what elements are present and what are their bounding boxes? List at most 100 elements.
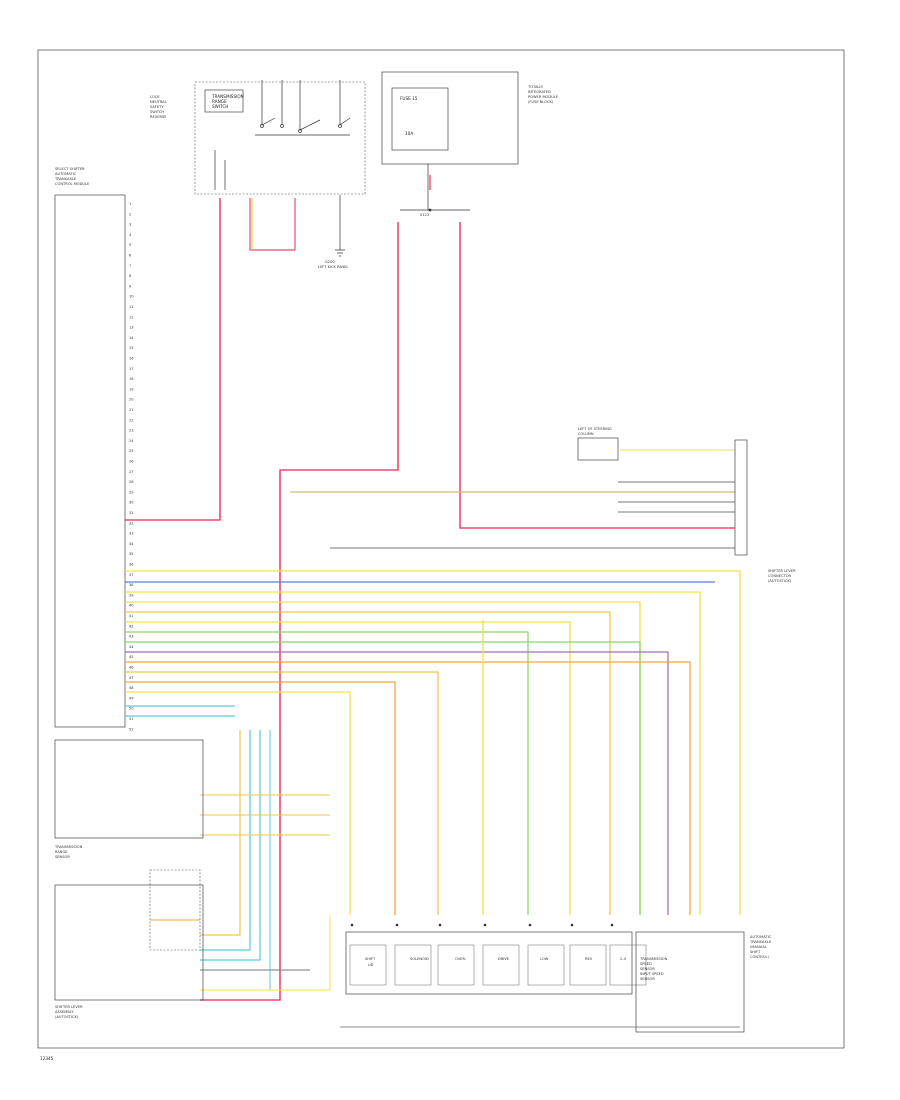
tcm-pin-number: 13 bbox=[129, 326, 134, 330]
solenoid-label: LOW bbox=[540, 957, 549, 961]
tcm-pin-number: 51 bbox=[129, 717, 134, 721]
trs-label-3: SWITCH bbox=[212, 104, 228, 109]
wire-yl-bk bbox=[125, 611, 611, 915]
transmission-range-switch bbox=[194, 81, 366, 195]
tcm-pin-number: 45 bbox=[129, 655, 134, 659]
transmission-range-sensor bbox=[54, 739, 204, 839]
solenoid-label: 2-4 bbox=[620, 957, 627, 961]
tcm-label-3: TRANSAXLE bbox=[54, 177, 77, 181]
tcm-pin-number: 43 bbox=[129, 635, 134, 639]
tcm-pin-number: 37 bbox=[129, 573, 134, 577]
trs-lower-labels: TRANSMISSION RANGE SENSOR bbox=[54, 845, 83, 859]
solenoid-cell bbox=[349, 944, 387, 986]
tcm-pin-numbers: 1234567891011121314151617181920212223242… bbox=[129, 202, 134, 731]
solenoid-label: OVER- bbox=[455, 957, 467, 961]
right-connector-top-box bbox=[577, 437, 619, 461]
diagram-frame bbox=[37, 49, 845, 1049]
tcm-pin-number: 25 bbox=[129, 449, 134, 453]
trans-right-label-1: AUTOMATIC bbox=[750, 935, 772, 939]
left-of-pcm-label-2: COLUMN bbox=[578, 432, 594, 436]
wire-lg-or bbox=[125, 641, 641, 915]
tcm-pin-number: 18 bbox=[129, 377, 134, 381]
tcm-pin-number: 39 bbox=[129, 593, 134, 597]
trans-right-label-3: (MANUAL bbox=[750, 945, 767, 949]
shifter-lower-label-1: SHIFTER LEVER bbox=[55, 1005, 83, 1009]
speed-sensor-label-1: TRANSMISSION bbox=[639, 957, 668, 961]
tcm-pin-number: 3 bbox=[129, 223, 131, 227]
solenoid-pin bbox=[528, 923, 532, 927]
tcm-pin-number: 26 bbox=[129, 460, 134, 464]
autostick-connector bbox=[734, 439, 748, 556]
trs-lower-label-2: RANGE bbox=[55, 850, 68, 854]
left-of-pcm-label-1: LEFT OF STEERING bbox=[578, 427, 612, 431]
solenoid-cell bbox=[609, 944, 647, 986]
trans-right-label-5: CONTROL) bbox=[750, 955, 770, 959]
tcm-pin-number: 30 bbox=[129, 501, 134, 505]
solenoid-assembly bbox=[345, 931, 633, 995]
tcm-pin-number: 22 bbox=[129, 418, 134, 422]
solenoid-label: SOLENOID bbox=[410, 957, 429, 961]
tcm-pin-number: 42 bbox=[129, 624, 134, 628]
tcm-pin-number: 32 bbox=[129, 521, 134, 525]
solenoid-pin bbox=[438, 923, 442, 927]
tcm-pin-number: 17 bbox=[129, 367, 134, 371]
solenoid-label: SHIFT bbox=[365, 957, 376, 961]
fuse-rating: 10A bbox=[405, 131, 413, 136]
tcm-pin-number: 2 bbox=[129, 212, 131, 216]
wire-yl-db bbox=[125, 601, 641, 915]
tcm-pin-number: 47 bbox=[129, 676, 134, 680]
trs-left-label-5: REVERSE bbox=[150, 115, 167, 119]
trs-lower-label-3: SENSOR bbox=[55, 855, 70, 859]
splice-label: S123 bbox=[420, 213, 429, 217]
speed-sensor-label-3: SENSOR bbox=[640, 967, 655, 971]
tcm-pin-number: 4 bbox=[129, 233, 132, 237]
tcm-pin-number: 35 bbox=[129, 552, 134, 556]
wire-layer bbox=[125, 198, 741, 1001]
tcm-pin-number: 40 bbox=[129, 604, 134, 608]
trans-right-label-2: TRANSAXLE bbox=[749, 940, 772, 944]
tcm-pin-number: 21 bbox=[129, 408, 134, 412]
speed-sensor-labels: TRANSMISSION SPEED SENSOR INPUT SPEED SE… bbox=[639, 957, 668, 981]
wire-pk-wt bbox=[200, 222, 399, 1001]
tcm-module bbox=[54, 194, 126, 728]
fuse-label: FUSE 15 bbox=[400, 96, 418, 101]
wire-yl-db bbox=[125, 691, 351, 915]
solenoid-cell bbox=[527, 944, 565, 986]
trs-left-label-4: SWITCH bbox=[150, 110, 164, 114]
tcm-pin-number: 48 bbox=[129, 686, 134, 690]
tcm-label-4: CONTROL MODULE bbox=[55, 182, 90, 186]
solenoid-pin bbox=[483, 923, 487, 927]
trs-left-labels: LOCK NEUTRAL SAFETY SWITCH REVERSE bbox=[150, 95, 167, 119]
speed-sensor-label-2: SPEED bbox=[640, 962, 652, 966]
tcm-label-1: SELECT SHIFTER bbox=[55, 167, 85, 171]
tcm-pin-number: 19 bbox=[129, 387, 134, 391]
pcm-right-label-1: TOTALLY bbox=[527, 85, 544, 89]
ground-sub-label: LEFT KICK PANEL bbox=[318, 265, 348, 269]
wire-pk-wt bbox=[125, 198, 221, 521]
trs-left-label-2: NEUTRAL bbox=[150, 100, 167, 104]
tcm-pin-number: 28 bbox=[129, 480, 134, 484]
ground-label: G200 bbox=[325, 260, 335, 264]
shifter-lower-label-3: (AUTOSTICK) bbox=[55, 1015, 79, 1019]
tcm-pin-number: 31 bbox=[129, 511, 134, 515]
wire-lb-wt bbox=[200, 730, 251, 951]
solenoid-label: REV bbox=[585, 957, 593, 961]
trs-label-2: RANGE bbox=[212, 99, 227, 104]
solenoid-pin bbox=[610, 923, 614, 927]
tcm-pin-number: 46 bbox=[129, 666, 134, 670]
solenoid-cell bbox=[569, 944, 607, 986]
solenoid-pin bbox=[570, 923, 574, 927]
shifter-lever-assembly bbox=[54, 884, 204, 1001]
pcm-right-label-3: POWER MODULE bbox=[528, 95, 559, 99]
shifter-inner-box bbox=[149, 869, 201, 951]
shifter-lower-labels: SHIFTER LEVER ASSEMBLY (AUTOSTICK) bbox=[55, 1005, 83, 1019]
tcm-pin-number: 15 bbox=[129, 346, 134, 350]
right-conn-label-2: CONNECTOR bbox=[768, 574, 792, 578]
tcm-label-2: AUTOMATIC bbox=[55, 172, 77, 176]
wire-or-bk bbox=[125, 661, 691, 915]
wire-yl-db bbox=[200, 915, 331, 991]
speed-sensor-label-4: INPUT SPEED bbox=[640, 972, 664, 976]
footer-code: 12345 bbox=[40, 1056, 54, 1061]
